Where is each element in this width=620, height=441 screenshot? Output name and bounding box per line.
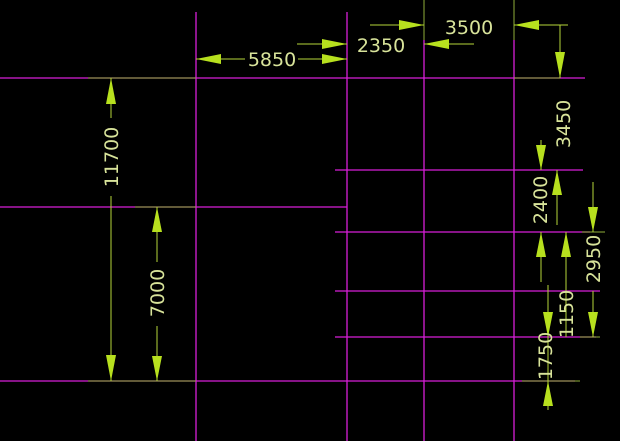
arrow-right-icon — [322, 54, 347, 64]
arrow-down-icon — [555, 52, 565, 78]
dimension-11700[interactable]: 11700 — [101, 78, 123, 381]
arrow-down-icon — [543, 312, 553, 337]
arrow-down-icon — [588, 207, 598, 232]
dimension-label-11700: 11700 — [101, 127, 123, 187]
dimension-7000[interactable]: 7000 — [147, 207, 169, 381]
arrow-up-icon — [152, 207, 162, 232]
arrow-down-icon — [588, 312, 598, 337]
arrow-left-icon — [514, 20, 539, 30]
dimension-1750[interactable]: 1750 — [535, 332, 557, 410]
arrow-left-icon — [424, 39, 449, 49]
dimension-2400[interactable]: 2400 — [530, 170, 562, 282]
arrow-up-icon — [106, 78, 116, 104]
dimension-label-2350: 2350 — [357, 35, 405, 57]
extension-lines — [88, 0, 605, 382]
dimension-label-7000: 7000 — [147, 269, 169, 317]
dimension-2950[interactable]: 2950 — [561, 182, 605, 337]
grid-lines — [0, 12, 600, 441]
dimension-3500[interactable]: 3500 — [424, 17, 568, 49]
dimension-label-3500: 3500 — [445, 17, 493, 39]
arrow-down-icon — [106, 355, 116, 381]
dimension-3450[interactable]: 3450 — [536, 25, 575, 170]
arrow-down-icon — [152, 356, 162, 381]
arrow-left-icon — [196, 54, 221, 64]
dimension-label-5850: 5850 — [248, 49, 296, 71]
arrow-up-icon — [543, 381, 553, 406]
arrow-down-icon — [536, 145, 546, 170]
dimension-label-1750: 1750 — [535, 332, 557, 380]
dimension-label-1150: 1150 — [556, 290, 578, 338]
dimension-label-2950: 2950 — [583, 235, 605, 283]
arrow-right-icon — [322, 39, 347, 49]
dimension-2350[interactable]: 2350 — [297, 20, 424, 57]
dimension-label-3450: 3450 — [553, 100, 575, 148]
arrow-right-icon — [399, 20, 424, 30]
arrow-up-icon — [561, 232, 571, 257]
arrow-up-icon — [536, 232, 546, 257]
dimension-label-2400: 2400 — [530, 176, 552, 224]
dimension-5850[interactable]: 5850 — [196, 49, 347, 71]
arrow-up-icon — [552, 170, 562, 195]
dimension-1150[interactable]: 1150 — [543, 285, 578, 338]
